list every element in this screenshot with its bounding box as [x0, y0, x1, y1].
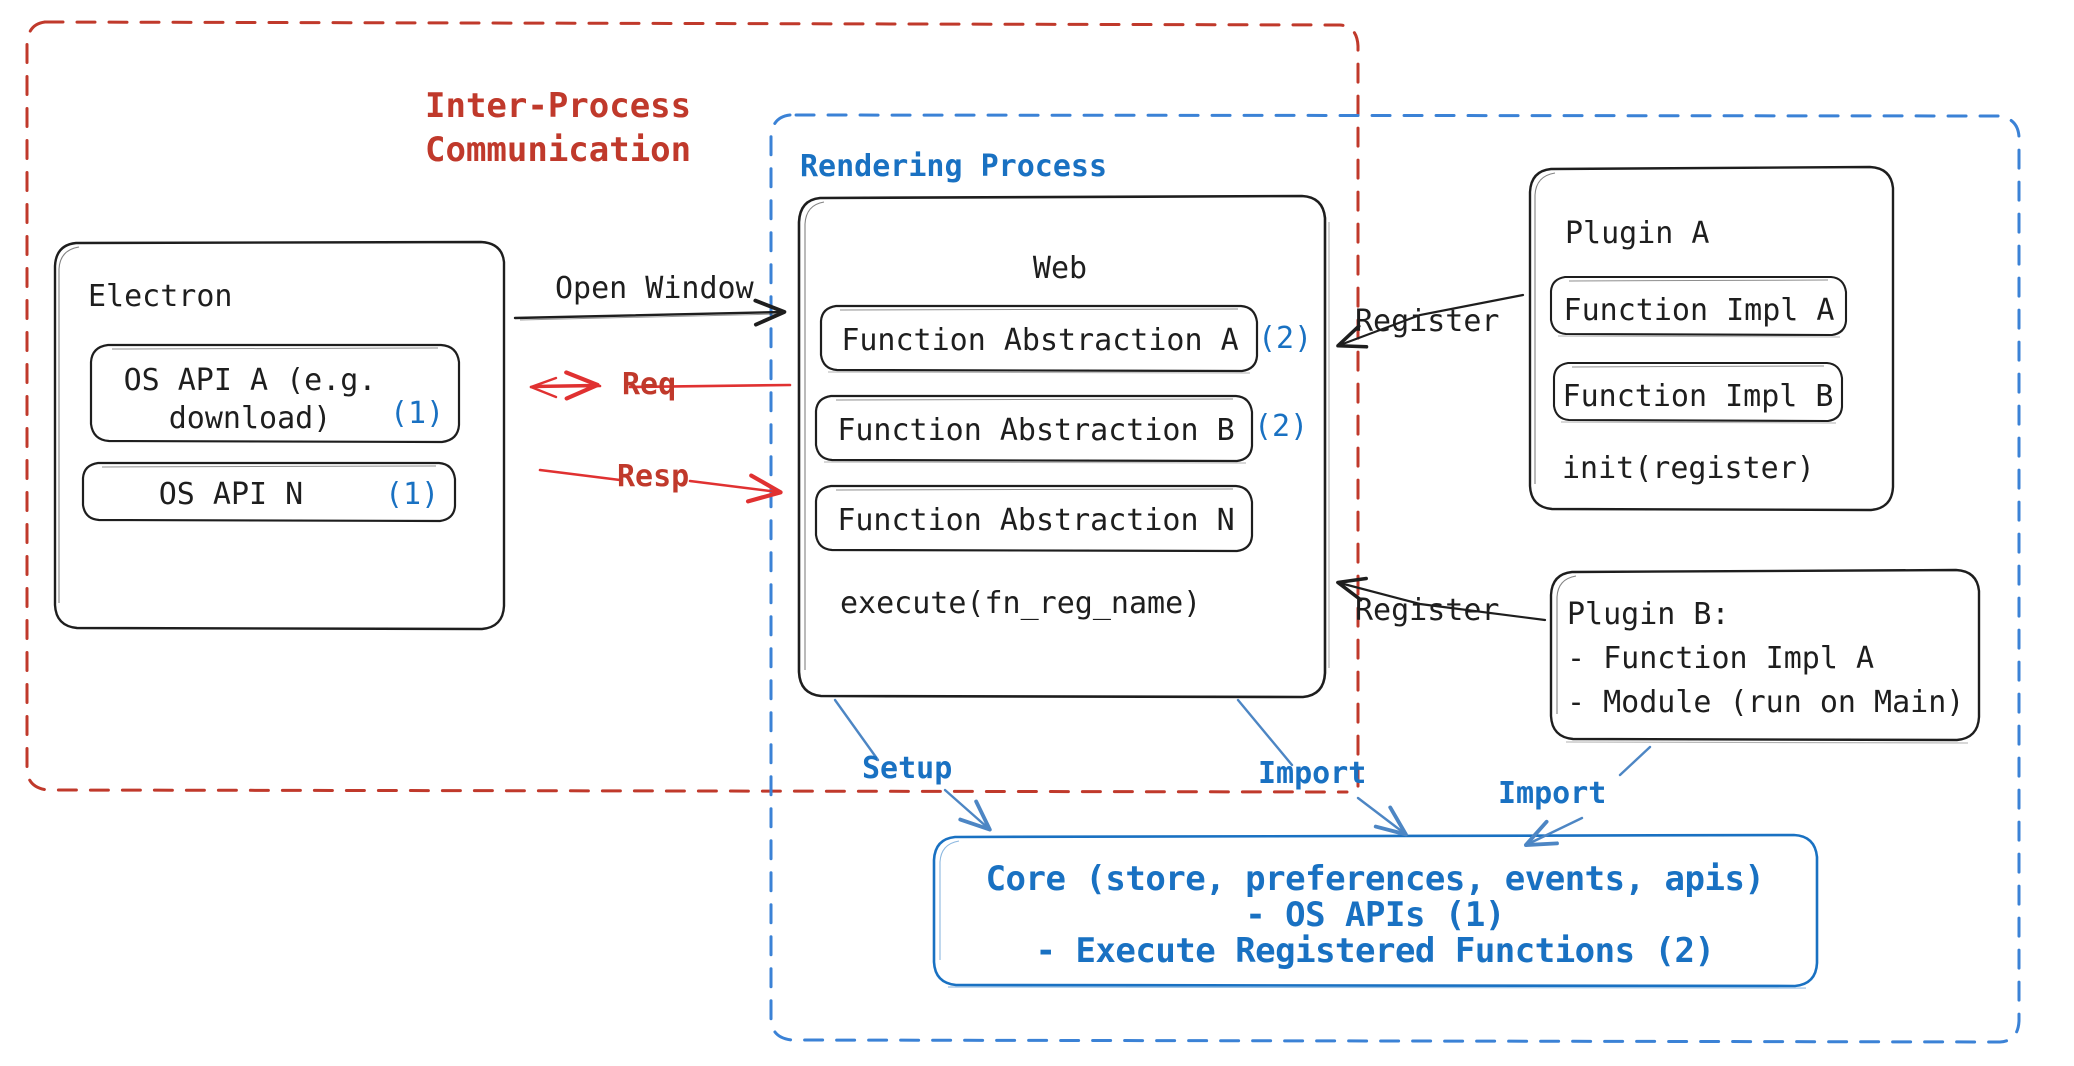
edge-register-plugin-b-label: Register [1355, 593, 1500, 628]
function-abstraction-b-label: Function Abstraction B [837, 413, 1235, 448]
function-abstraction-b-marker: (2) [1254, 409, 1309, 444]
function-abstraction-a-label: Function Abstraction A [841, 323, 1239, 358]
os-api-n-marker: (1) [385, 477, 440, 512]
plugin-a-init-label: init(register) [1562, 451, 1815, 486]
edge-register-plugin-a-label: Register [1355, 304, 1500, 339]
edge-resp-label: Resp [617, 459, 690, 494]
function-abstraction-n-label: Function Abstraction N [837, 503, 1235, 538]
function-impl-b-label: Function Impl B [1562, 379, 1834, 414]
function-impl-a-label: Function Impl A [1563, 293, 1835, 328]
edge-import-plugin-b-label: Import [1498, 776, 1607, 811]
edge-open-window [513, 298, 787, 327]
edge-setup-label: Setup [862, 751, 953, 786]
edge-import-web-label: Import [1258, 756, 1367, 791]
ipc-boundary-label: Inter-Process Communication [425, 86, 692, 170]
edge-open-window-label: Open Window [555, 271, 754, 306]
web-execute-label: execute(fn_reg_name) [840, 586, 1202, 621]
plugin-b-title: Plugin B: [1567, 597, 1730, 632]
os-api-a-marker: (1) [390, 396, 445, 431]
electron-title: Electron [88, 279, 233, 314]
core-item-2: - Execute Registered Functions (2) [1035, 931, 1715, 971]
web-title: Web [1032, 251, 1088, 286]
rendering-process-label: Rendering Process [800, 149, 1108, 184]
function-abstraction-a-marker: (2) [1258, 321, 1313, 356]
os-api-n-label: OS API N [158, 477, 304, 512]
core-title: Core (store, preferences, events, apis) [985, 859, 1765, 899]
os-api-a-label: OS API A (e.g. download) [123, 363, 377, 437]
core-item-1: - OS APIs (1) [1245, 895, 1505, 935]
plugin-b-item-1: - Function Impl A [1567, 641, 1875, 676]
edge-req-label: Req [622, 367, 677, 402]
plugin-b-item-2: - Module (run on Main) [1567, 685, 1965, 720]
plugin-a-title: Plugin A [1565, 216, 1710, 251]
